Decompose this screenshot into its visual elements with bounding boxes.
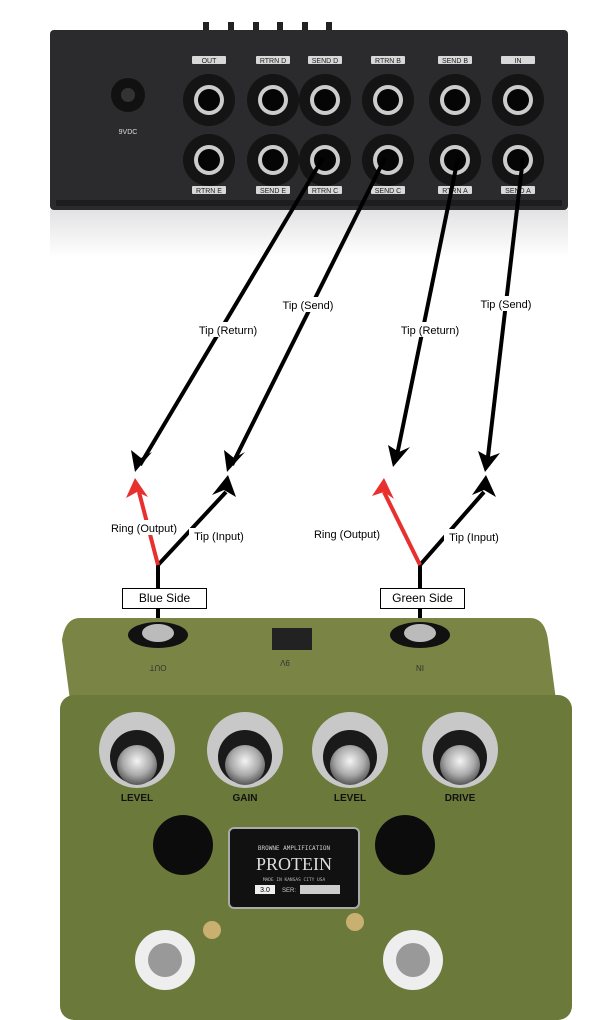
blue-side-label: Blue Side (122, 588, 207, 609)
blue-tip-return-line (138, 156, 325, 467)
knob-label: LEVEL (121, 793, 153, 804)
arrowhead-icon (224, 450, 245, 472)
jack-label: SEND B (442, 58, 468, 65)
green-ring-output-line (382, 491, 422, 566)
power-jack (272, 628, 312, 650)
label-green-ring-output: Ring (Output) (314, 529, 380, 541)
arrowhead-icon (388, 445, 410, 467)
arrowhead-icon (131, 450, 152, 472)
in-jack-label: IN (416, 663, 424, 672)
arrowhead-icon (212, 475, 236, 497)
green-tip-return-line (394, 157, 460, 461)
label-green-tip-return: Tip (Return) (401, 325, 459, 337)
made-in-text: MADE IN KANSAS CITY USA (263, 877, 326, 883)
jack-label: SEND D (312, 58, 338, 65)
knob-label: GAIN (233, 793, 258, 804)
jack-label: OUT (202, 58, 218, 65)
jack-label: IN (515, 58, 522, 65)
label-green-tip-input: Tip (Input) (449, 532, 499, 544)
protein-pedal: OUT IN 9V LEVEL GAIN LEVEL DRIVE BROWNE AMP… (60, 618, 572, 1020)
toggle-knob[interactable] (153, 815, 213, 875)
knob-label: LEVEL (334, 793, 366, 804)
jack-label: SEND C (375, 188, 401, 195)
arrowhead-icon (472, 475, 496, 497)
label-blue-tip-return: Tip (Return) (199, 325, 257, 337)
model-text: PROTEIN (256, 854, 332, 874)
power-label: 9V (279, 658, 289, 667)
arrowhead-icon (478, 451, 500, 472)
connection-labels: Tip (Return) Tip (Send) Tip (Return) Tip… (107, 296, 534, 544)
version-text: 3.0 (260, 887, 270, 894)
jack-label: RTRN D (260, 58, 286, 65)
label-green-tip-send: Tip (Send) (481, 299, 532, 311)
jack-label: RTRN A (442, 188, 468, 195)
led-icon (346, 913, 364, 931)
arrowhead-icon (372, 478, 394, 499)
jack-label: SEND E (260, 188, 286, 195)
label-blue-tip-input: Tip (Input) (194, 531, 244, 543)
out-jack-label: OUT (149, 663, 166, 672)
green-tip-send-line (485, 157, 525, 466)
led-icon (203, 921, 221, 939)
label-blue-tip-send: Tip (Send) (283, 300, 334, 312)
serial-label: SER: (282, 888, 296, 894)
jack-label: RTRN C (312, 188, 338, 195)
loop-switcher: 9VDC OUT RTRN D SEND D RTRN B SEND B IN RTRN E… (50, 22, 568, 258)
brand-text: BROWNE AMPLIFICATION (258, 845, 331, 852)
toggle-knob[interactable] (375, 815, 435, 875)
green-side-label: Green Side (380, 588, 465, 609)
jack-label: RTRN E (196, 188, 222, 195)
jack-label: RTRN B (375, 58, 401, 65)
knob-label: DRIVE (445, 793, 476, 804)
power-label: 9VDC (119, 129, 138, 136)
label-blue-ring-output: Ring (Output) (111, 523, 177, 535)
arrowhead-icon (126, 478, 148, 498)
